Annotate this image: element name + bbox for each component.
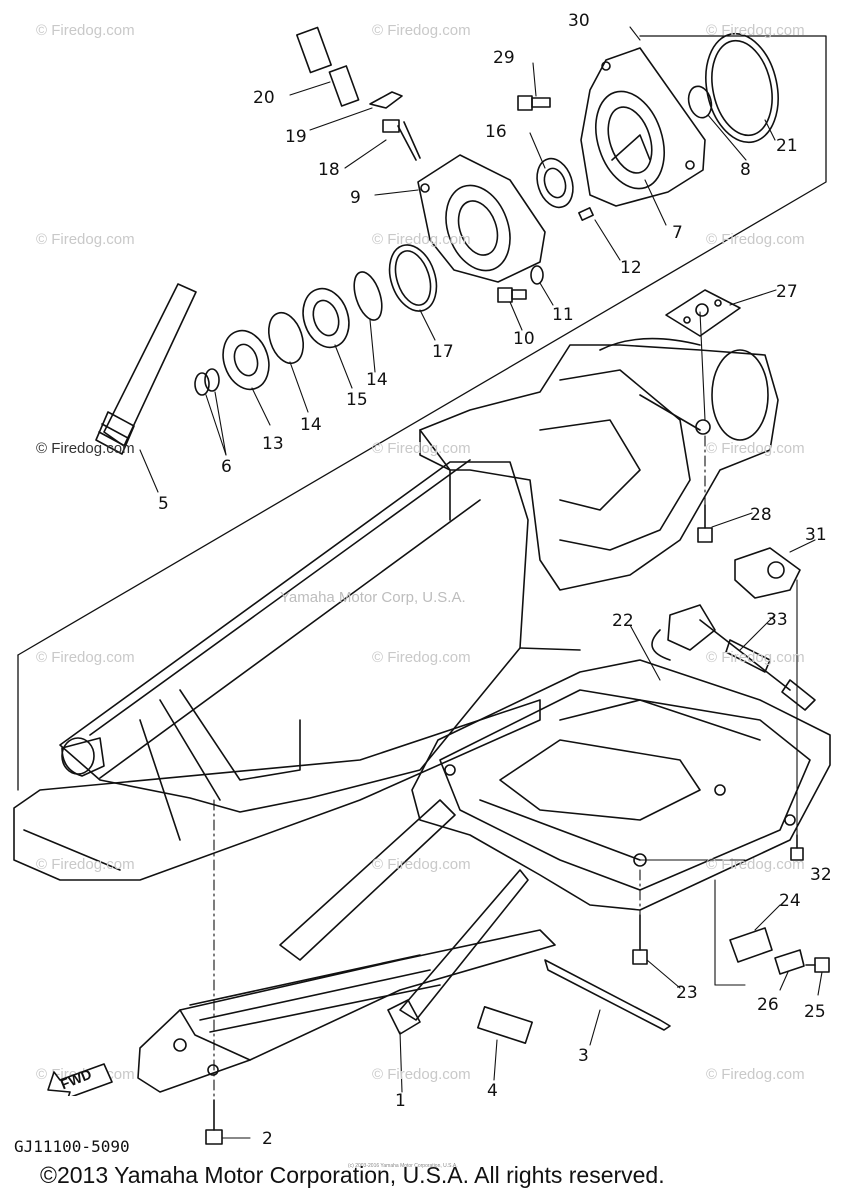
callout-12: 12 bbox=[620, 258, 642, 278]
watermark: © Firedog.com bbox=[706, 1066, 805, 1083]
engine-block bbox=[419, 337, 779, 591]
watermark: © Firedog.com bbox=[706, 22, 805, 39]
bolt-part-32 bbox=[790, 834, 804, 861]
callout-10: 10 bbox=[513, 329, 535, 349]
callout-30: 30 bbox=[568, 11, 590, 31]
sensor-part-31 bbox=[734, 547, 801, 599]
bolt-part-2 bbox=[205, 1099, 223, 1145]
callout-11: 11 bbox=[552, 305, 574, 325]
upper-frame-lines bbox=[17, 35, 827, 791]
clip-part-19 bbox=[369, 91, 403, 109]
watermark: © Firedog.com bbox=[372, 231, 471, 248]
diagram-code: GJ11100-5090 bbox=[14, 1137, 130, 1156]
bolt-part-18 bbox=[382, 119, 421, 161]
hull-body bbox=[13, 429, 581, 881]
callout-32: 32 bbox=[810, 865, 832, 885]
watermark: © Firedog.com bbox=[36, 440, 135, 457]
watermark: © Firedog.com bbox=[372, 1066, 471, 1083]
callout-27: 27 bbox=[776, 282, 798, 302]
callout-15: 15 bbox=[346, 390, 368, 410]
o-ring-part-21 bbox=[705, 32, 779, 144]
bearing-part-16 bbox=[536, 157, 574, 209]
plate-part-26 bbox=[774, 949, 805, 975]
bolt-part-23 bbox=[632, 914, 648, 965]
bearing-part-13 bbox=[222, 329, 270, 391]
watermark: © Firedog.com bbox=[706, 649, 805, 666]
watermark: © Firedog.com bbox=[36, 649, 135, 666]
circlip-part-14-lower bbox=[267, 311, 305, 365]
callout-6: 6 bbox=[221, 457, 232, 477]
watermark: © Firedog.com bbox=[706, 856, 805, 873]
o-ring-part-6b bbox=[194, 372, 210, 396]
callout-21: 21 bbox=[776, 136, 798, 156]
callout-14-upper: 14 bbox=[366, 370, 388, 390]
bolt-part-25 bbox=[805, 957, 830, 973]
drive-shaft-part-5 bbox=[95, 283, 197, 455]
pump-housing-part-7 bbox=[580, 47, 706, 207]
bolt-part-28 bbox=[697, 504, 713, 543]
bar-part-3 bbox=[544, 959, 671, 1031]
bracket-part-27 bbox=[665, 289, 741, 337]
callout-23: 23 bbox=[676, 983, 698, 1003]
base-plate-part-22 bbox=[411, 659, 831, 911]
callout-3: 3 bbox=[578, 1046, 589, 1066]
o-ring-part-6a bbox=[204, 368, 220, 392]
callout-33: 33 bbox=[766, 610, 788, 630]
callout-13: 13 bbox=[262, 434, 284, 454]
circlip-part-14-upper bbox=[353, 271, 383, 321]
callout-4: 4 bbox=[487, 1081, 498, 1101]
watermark: © Firedog.com bbox=[706, 231, 805, 248]
block-part-1 bbox=[387, 999, 421, 1035]
callout-26: 26 bbox=[757, 995, 779, 1015]
callout-31: 31 bbox=[805, 525, 827, 545]
watermark: © Firedog.com bbox=[372, 856, 471, 873]
dowel-part-12 bbox=[578, 207, 594, 221]
sensor-part-33 bbox=[651, 604, 816, 711]
callout-19: 19 bbox=[285, 127, 307, 147]
callout-24: 24 bbox=[779, 891, 801, 911]
callout-20: 20 bbox=[253, 88, 275, 108]
callout-29: 29 bbox=[493, 48, 515, 68]
snap-ring-part-17 bbox=[388, 244, 438, 312]
watermark: © Firedog.com bbox=[36, 22, 135, 39]
bearing-part-15 bbox=[302, 287, 350, 349]
pad-part-4 bbox=[477, 1006, 533, 1044]
callout-28: 28 bbox=[750, 505, 772, 525]
watermark: © Firedog.com bbox=[36, 856, 135, 873]
tiny-copyright: (c) 2003-2016 Yamaha Motor Corporation, … bbox=[348, 1163, 458, 1169]
callout-7: 7 bbox=[672, 223, 683, 243]
watermark: © Firedog.com bbox=[706, 440, 805, 457]
callout-16: 16 bbox=[485, 122, 507, 142]
washer-part-8 bbox=[687, 85, 713, 119]
callout-1: 1 bbox=[395, 1091, 406, 1111]
bolt-part-10 bbox=[497, 287, 527, 303]
watermark: © Firedog.com bbox=[372, 22, 471, 39]
callout-5: 5 bbox=[158, 494, 169, 514]
callout-8: 8 bbox=[740, 160, 751, 180]
washer-part-11 bbox=[530, 265, 544, 285]
copyright-notice: ©2013 Yamaha Motor Corporation, U.S.A. A… bbox=[40, 1162, 665, 1188]
bearing-housing-part-9 bbox=[417, 154, 546, 283]
watermark: © Firedog.com bbox=[372, 649, 471, 666]
center-watermark: Yamaha Motor Corp, U.S.A. bbox=[280, 589, 466, 606]
callout-18: 18 bbox=[318, 160, 340, 180]
callout-14-lower: 14 bbox=[300, 415, 322, 435]
fwd-arrow-icon bbox=[47, 1063, 113, 1096]
watermark: © Firedog.com bbox=[372, 440, 471, 457]
callout-17: 17 bbox=[432, 342, 454, 362]
sleeve-part-20 bbox=[296, 26, 360, 107]
callout-22: 22 bbox=[612, 611, 634, 631]
intake-grate bbox=[137, 799, 556, 1093]
callout-2: 2 bbox=[262, 1129, 273, 1149]
bolt-part-29 bbox=[517, 95, 551, 111]
callout-9: 9 bbox=[350, 188, 361, 208]
leader-lines bbox=[139, 26, 823, 1139]
clamp-part-24 bbox=[729, 927, 773, 963]
callout-25: 25 bbox=[804, 1002, 826, 1022]
watermark: © Firedog.com bbox=[36, 231, 135, 248]
